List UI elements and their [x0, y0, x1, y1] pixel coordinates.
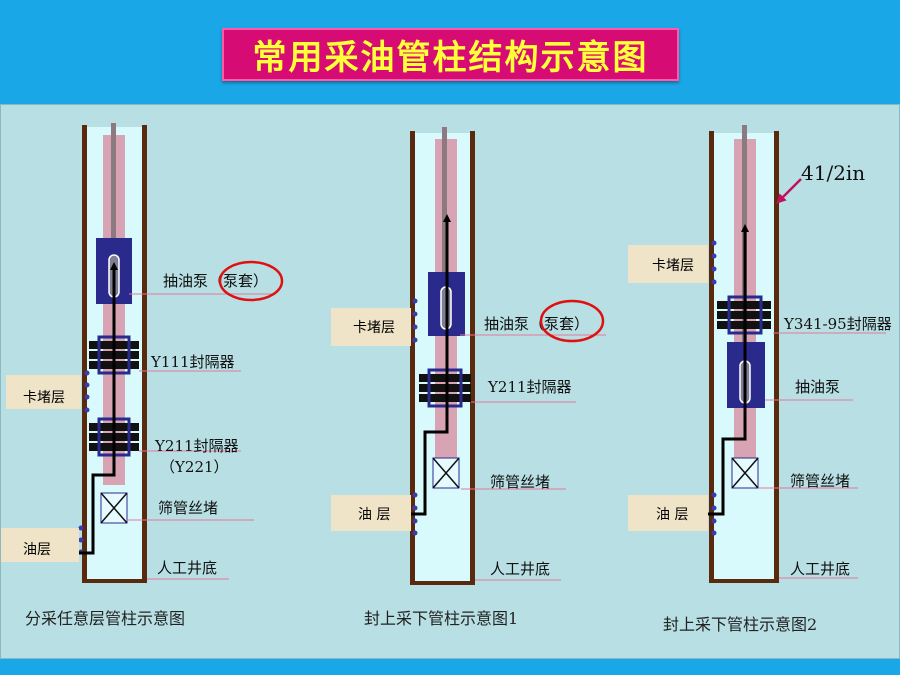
leader-lines-1 — [127, 293, 276, 580]
perforations-3 — [711, 240, 717, 536]
packer-upper-label-1: Y111封隔器 — [150, 353, 235, 371]
casing-bottom-2 — [410, 581, 475, 585]
casing-left-3 — [709, 131, 714, 583]
sucker-rod-1 — [111, 123, 116, 253]
bottom-label-1: 人工井底 — [157, 559, 217, 577]
oil-layer-tag-3 — [628, 495, 708, 531]
screen-plug-label-3: 筛管丝堵 — [790, 472, 850, 490]
pump-label-2: 抽油泵（泵套） — [484, 315, 589, 333]
page-title: 常用采油管柱结构示意图 — [252, 38, 649, 78]
pump-label-1: 抽油泵（泵套） — [163, 272, 268, 290]
casing-right-1 — [142, 125, 147, 582]
blockage-label-2: 卡堵层 — [353, 320, 395, 336]
perforations-1 — [78, 370, 90, 555]
casing-size-arrow — [776, 178, 802, 204]
title-banner: 常用采油管柱结构示意图 — [222, 28, 679, 81]
perforations-2 — [412, 298, 418, 536]
caption-1: 分采任意层管柱示意图 — [25, 609, 185, 628]
casing-right-3 — [774, 131, 779, 583]
casing-bottom-3 — [709, 579, 779, 583]
packer-lower-alt-label-1: （Y221） — [160, 458, 229, 476]
bottom-label-2: 人工井底 — [490, 560, 550, 578]
oil-layer-label-2: 油 层 — [358, 507, 390, 523]
packer-lower-label-1: Y211封隔器 — [154, 437, 239, 455]
packer-2 — [419, 368, 471, 408]
bottom-label-3: 人工井底 — [790, 560, 850, 578]
caption-2: 封上采下管柱示意图1 — [364, 609, 518, 628]
blockage-label-1: 卡堵层 — [23, 390, 65, 406]
casing-left-1 — [82, 125, 87, 582]
screen-plug-3 — [731, 457, 759, 489]
diagram-panel: 卡堵层 油层 抽油泵（泵套） Y111封隔器 Y211封隔器 （Y221） 筛管… — [0, 104, 900, 659]
pump-label-3: 抽油泵 — [795, 378, 840, 396]
caption-3: 封上采下管柱示意图2 — [663, 615, 817, 634]
oil-layer-label-3: 油 层 — [656, 507, 688, 523]
slide-header: 常用采油管柱结构示意图 — [0, 0, 900, 100]
casing-left-2 — [410, 131, 415, 585]
screen-plug-label-2: 筛管丝堵 — [490, 473, 550, 491]
oil-layer-tag-1 — [1, 528, 79, 562]
highlight-circle-1 — [218, 260, 284, 302]
diagram-3: 卡堵层 油 层 41/2in Y341-95封隔器 抽油泵 筛管丝堵 人工井底 … — [628, 125, 892, 634]
blockage-label-3: 卡堵层 — [652, 258, 694, 274]
packer-label-2: Y211封隔器 — [487, 378, 572, 396]
screen-plug-2 — [432, 457, 460, 489]
diagram-1: 卡堵层 油层 抽油泵（泵套） Y111封隔器 Y211封隔器 （Y221） 筛管… — [1, 123, 284, 628]
highlight-circle-2 — [539, 299, 605, 343]
sucker-rod-2 — [442, 127, 447, 317]
screen-plug-1 — [100, 492, 128, 524]
casing-bottom-1 — [82, 579, 147, 583]
blockage-tag-2 — [331, 308, 411, 346]
oil-layer-tag-2 — [331, 495, 411, 531]
leader-lines-3 — [759, 332, 886, 579]
oil-layer-label-1: 油层 — [23, 542, 51, 558]
casing-size-label: 41/2in — [801, 161, 865, 185]
blockage-tag-3 — [628, 245, 708, 283]
casing-right-2 — [470, 131, 475, 585]
screen-plug-label-1: 筛管丝堵 — [158, 499, 218, 517]
leader-lines-2 — [460, 334, 606, 581]
well-diagrams: 卡堵层 油层 抽油泵（泵套） Y111封隔器 Y211封隔器 （Y221） 筛管… — [1, 123, 892, 634]
blockage-tag-1 — [6, 375, 81, 409]
diagram-2: 卡堵层 油 层 抽油泵（泵套） Y211封隔器 筛管丝堵 人工井底 封上采下管柱… — [331, 127, 606, 628]
packer-label-3: Y341-95封隔器 — [783, 315, 892, 333]
